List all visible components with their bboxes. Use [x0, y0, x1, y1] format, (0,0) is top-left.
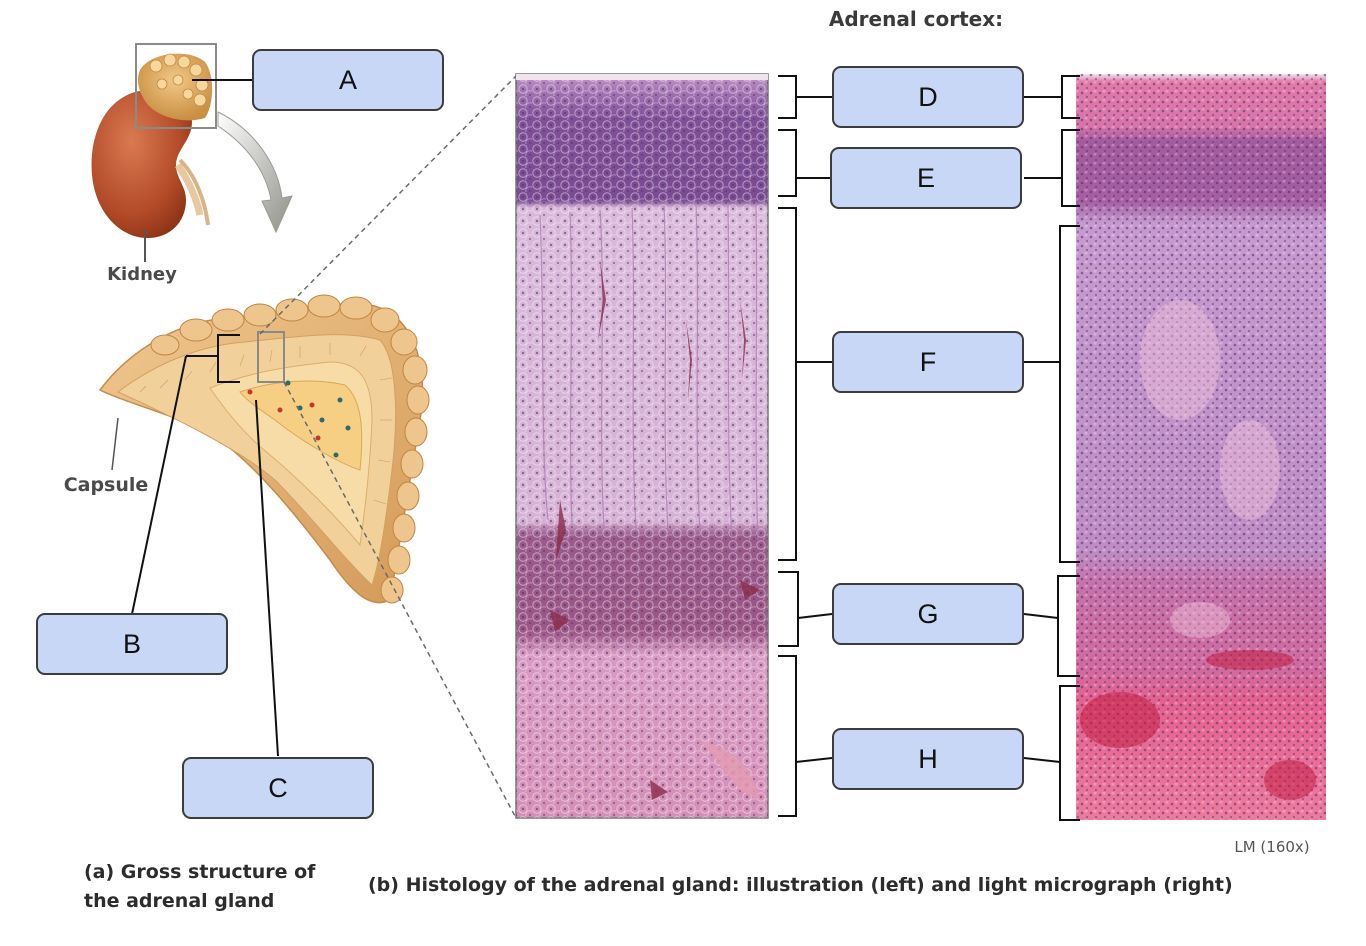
zoom-square — [135, 43, 217, 129]
answer-box-f[interactable]: F — [832, 331, 1024, 393]
answer-box-h[interactable]: H — [832, 728, 1024, 790]
illustration-zone-brackets — [778, 75, 833, 817]
kidney-label: Kidney — [107, 264, 177, 285]
diagram-title: Adrenal cortex: — [829, 7, 1003, 31]
kidney-illustration — [91, 53, 213, 238]
blood-vessel-dots — [247, 380, 351, 458]
zoom-line-top — [259, 75, 517, 335]
zoom-line-bottom — [283, 381, 517, 819]
answer-box-c[interactable]: C — [182, 757, 374, 819]
answer-box-e[interactable]: E — [830, 147, 1022, 209]
answer-box-b[interactable]: B — [36, 613, 228, 675]
caption-histology: (b) Histology of the adrenal gland: illu… — [368, 874, 1233, 896]
bracket-b — [217, 334, 240, 383]
magnification-label: LM (160x) — [1234, 838, 1309, 856]
answer-box-d[interactable]: D — [832, 66, 1024, 128]
answer-box-a[interactable]: A — [252, 49, 444, 111]
light-micrograph — [1076, 74, 1326, 820]
leader-line-c — [255, 399, 279, 757]
caption-gross-line1: (a) Gross structure of — [84, 861, 316, 883]
adrenal-gland-section — [98, 294, 430, 604]
leader-line-b — [131, 355, 187, 615]
capsule-label: Capsule — [64, 474, 149, 496]
histology-illustration — [515, 73, 769, 819]
micrograph-zone-brackets — [1023, 75, 1080, 821]
curved-arrow-icon — [217, 111, 293, 234]
answer-box-g[interactable]: G — [832, 583, 1024, 645]
caption-gross-line2: the adrenal gland — [84, 890, 274, 912]
section-zoom-rectangle — [257, 331, 285, 383]
